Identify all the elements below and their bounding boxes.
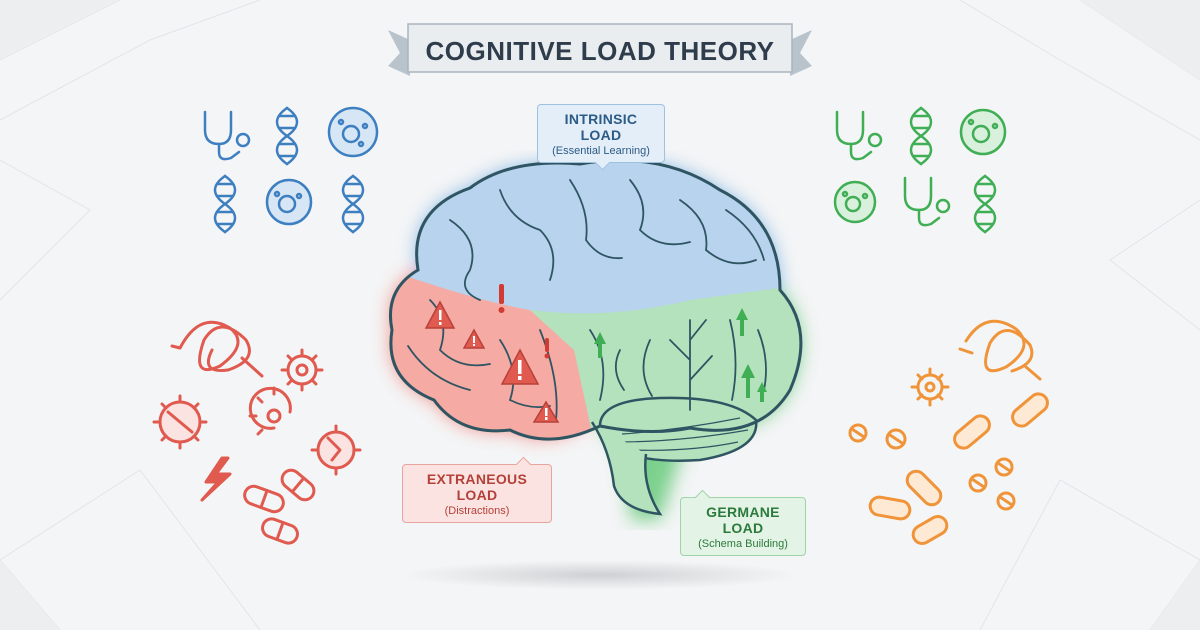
pill-icon bbox=[243, 484, 285, 514]
warning-icon bbox=[532, 400, 560, 423]
blue-icon-grid bbox=[203, 106, 379, 234]
lightning-icon bbox=[200, 456, 232, 502]
cell-icon bbox=[327, 106, 379, 158]
extraneous-load-callout: EXTRANEOUS LOAD (Distractions) bbox=[402, 456, 552, 523]
brain-illustration bbox=[389, 158, 803, 520]
cell-icon bbox=[265, 178, 313, 226]
stethoscope-icon bbox=[835, 110, 883, 161]
warning-icon bbox=[462, 328, 486, 349]
warning-icon bbox=[500, 348, 540, 385]
intrinsic-load-title: INTRINSIC LOAD bbox=[564, 111, 638, 143]
intrinsic-load-callout: INTRINSIC LOAD (Essential Learning) bbox=[537, 104, 665, 171]
cell-icon bbox=[833, 180, 877, 224]
pill-icon bbox=[868, 392, 1049, 545]
cell-icon bbox=[959, 108, 1007, 156]
green-icon-grid bbox=[833, 106, 1007, 234]
pill-icon bbox=[280, 468, 316, 502]
orange-icons bbox=[848, 319, 1049, 545]
germane-load-title: GERMANE LOAD bbox=[706, 504, 780, 536]
dna-icon bbox=[213, 174, 237, 234]
germane-load-subtitle: (Schema Building) bbox=[698, 538, 788, 550]
dna-icon bbox=[973, 174, 997, 234]
warning-icon bbox=[424, 300, 456, 329]
growth-arrow-icon bbox=[594, 308, 767, 402]
tangle-icon bbox=[170, 320, 264, 378]
tangle-icon bbox=[958, 319, 1042, 381]
page-title: COGNITIVE LOAD THEORY bbox=[425, 36, 775, 66]
broken-gear-icon bbox=[152, 394, 208, 450]
extraneous-load-subtitle: (Distractions) bbox=[444, 505, 510, 517]
red-distraction-icons bbox=[152, 320, 362, 545]
stethoscope-icon bbox=[903, 176, 951, 227]
tablet-icon bbox=[848, 423, 1016, 511]
brain-shadow bbox=[400, 560, 800, 590]
broken-gear-icon bbox=[248, 386, 292, 436]
gear-icon bbox=[280, 348, 324, 392]
title-banner: COGNITIVE LOAD THEORY bbox=[388, 18, 812, 82]
dna-icon bbox=[341, 174, 365, 234]
intrinsic-load-subtitle: (Essential Learning) bbox=[552, 145, 650, 157]
dna-icon bbox=[909, 106, 933, 166]
germane-load-callout: GERMANE LOAD (Schema Building) bbox=[680, 489, 806, 556]
extraneous-load-title: EXTRANEOUS LOAD bbox=[426, 471, 528, 503]
brain-stem bbox=[590, 421, 663, 516]
broken-gear-icon bbox=[310, 424, 362, 476]
exclamation-icon bbox=[498, 284, 550, 359]
stethoscope-icon bbox=[203, 110, 251, 161]
pill-icon bbox=[261, 517, 299, 545]
brain-outline bbox=[389, 158, 803, 441]
dna-icon bbox=[275, 106, 299, 166]
gear-icon bbox=[910, 367, 950, 407]
